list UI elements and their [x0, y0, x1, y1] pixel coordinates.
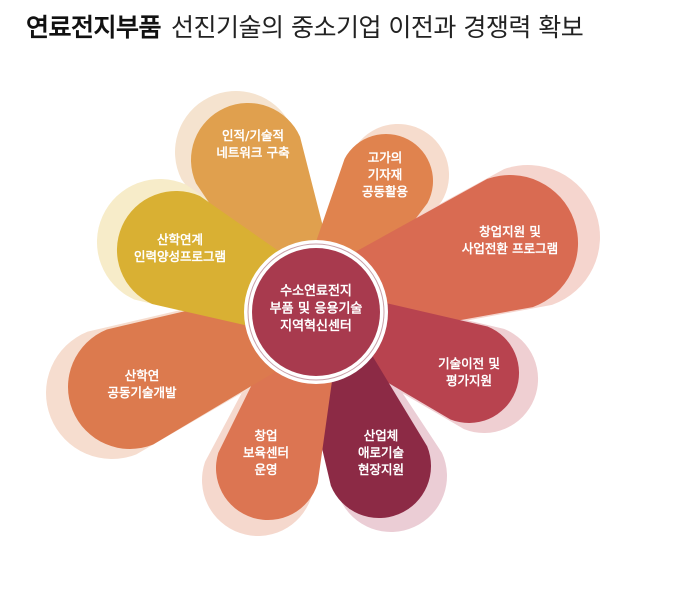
center-outline	[247, 243, 385, 381]
petal-label-joint-rnd-line: 공동기술개발	[107, 385, 177, 400]
petal-label-transfer-line: 평가지원	[446, 373, 492, 388]
title-rest: 선진기술의 중소기업 이전과 경쟁력 확보	[171, 13, 584, 42]
petal-label-network-line: 네트워크 구축	[216, 145, 290, 160]
petal-label-equipment-line: 고가의	[368, 150, 403, 165]
petal-label-field-line: 현장지원	[358, 462, 404, 477]
petal-label-training-line: 인력양성프로그램	[134, 249, 226, 264]
petal-label-transfer-line: 기술이전 및	[438, 356, 500, 371]
petal-label-training-line: 산학연계	[157, 232, 203, 247]
petal-label-field-line: 산업체	[364, 428, 399, 443]
petal-label-equipment-line: 공동활용	[362, 184, 409, 199]
petal-label-equipment-line: 기자재	[368, 167, 403, 182]
petal-label-network-line: 인적/기술적	[222, 128, 284, 143]
petal-label-startup-line: 창업지원 및	[479, 224, 541, 239]
center-circle	[252, 248, 380, 376]
center-label-line: 수소연료전지	[280, 283, 352, 299]
petal-label-joint-rnd-line: 산학연	[125, 368, 160, 383]
title-bold: 연료전지부품	[26, 13, 162, 42]
petal-label-field-line: 애로기술	[358, 445, 405, 460]
center-label-line: 부품 및 응용기술	[270, 301, 363, 317]
petal-label-incubator-line: 운영	[254, 462, 277, 477]
petal-label-incubator-line: 창업	[254, 428, 277, 443]
center-label-line: 지역혁신센터	[280, 318, 352, 334]
petal-label-startup-line: 사업전환 프로그램	[462, 241, 558, 256]
petal-label-incubator-line: 보육센터	[243, 445, 289, 460]
page-title: 연료전지부품 선진기술의 중소기업 이전과 경쟁력 확보	[26, 8, 584, 44]
